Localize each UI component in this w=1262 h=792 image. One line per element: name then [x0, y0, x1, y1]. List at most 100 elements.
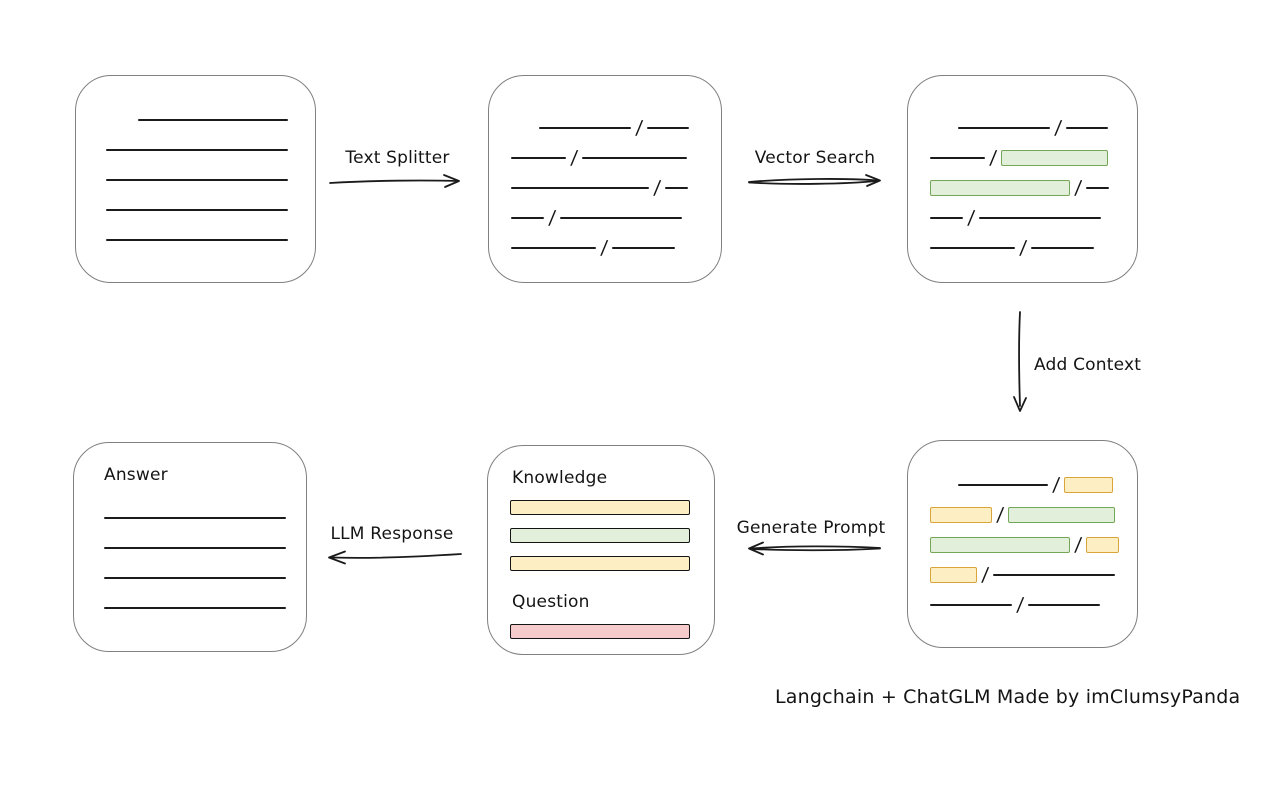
text-line	[104, 577, 286, 579]
slash-separator: /	[652, 177, 662, 199]
chunk-row: /	[511, 207, 701, 229]
yellow-bar	[510, 556, 690, 571]
text-line	[104, 547, 286, 549]
text-line	[958, 127, 1050, 129]
text-line	[511, 217, 544, 219]
slash-separator: /	[980, 564, 990, 586]
text-line	[106, 209, 288, 211]
text-line	[665, 187, 689, 189]
chunk-row: /	[930, 534, 1120, 556]
chunk-row: /	[930, 177, 1119, 199]
slash-separator: /	[1018, 237, 1028, 259]
text-line	[993, 574, 1116, 576]
text-line	[106, 149, 288, 151]
question-bars	[510, 624, 714, 639]
chunk-row: /	[930, 504, 1119, 526]
chunk-row: /	[539, 117, 701, 139]
text-line	[647, 127, 690, 129]
question-title: Question	[512, 592, 590, 612]
text-line	[539, 127, 631, 129]
matched-chunks-box: / / / / /	[907, 75, 1138, 283]
yellow-chunk	[930, 507, 992, 523]
source-document-box	[75, 75, 316, 283]
knowledge-bars	[510, 500, 714, 571]
text-line	[511, 247, 596, 249]
answer-lines	[104, 517, 306, 609]
vector-search-label: Vector Search	[754, 148, 876, 168]
chunk-row: /	[511, 237, 701, 259]
chunk-row: /	[511, 177, 701, 199]
slash-separator: /	[569, 147, 579, 169]
credit-caption: Langchain + ChatGLM Made by imClumsyPand…	[775, 686, 1241, 708]
slash-separator: /	[1073, 534, 1083, 556]
text-line	[1066, 127, 1109, 129]
generate-prompt-arrow	[748, 541, 881, 556]
text-line	[979, 217, 1102, 219]
slash-separator: /	[1073, 177, 1083, 199]
vector-search-arrow	[748, 174, 881, 187]
text-line	[930, 157, 985, 159]
chunk-row: /	[930, 237, 1119, 259]
document-lines	[76, 76, 315, 241]
text-line	[138, 119, 288, 121]
chunk-row: /	[930, 564, 1119, 586]
context-chunk-rows: / / / / /	[908, 441, 1137, 627]
slash-separator: /	[634, 117, 644, 139]
text-line	[612, 247, 676, 249]
yellow-chunk	[1064, 477, 1114, 493]
text-line	[930, 217, 963, 219]
green-chunk	[1008, 507, 1116, 523]
add-context-label: Add Context	[1034, 355, 1142, 375]
yellow-chunk	[1086, 537, 1120, 553]
knowledge-title: Knowledge	[512, 468, 608, 488]
text-line	[930, 247, 1015, 249]
slash-separator: /	[1051, 474, 1061, 496]
text-line	[1086, 187, 1110, 189]
green-chunk	[1001, 150, 1109, 166]
add-context-arrow	[1013, 311, 1027, 412]
text-line	[511, 157, 566, 159]
split-chunk-rows: / / / / /	[489, 76, 721, 270]
matched-chunk-rows: / / / / /	[908, 76, 1137, 270]
slash-separator: /	[547, 207, 557, 229]
split-chunks-box: / / / / /	[488, 75, 722, 283]
slash-separator: /	[599, 237, 609, 259]
text-line	[106, 179, 288, 181]
chunk-row: /	[511, 147, 701, 169]
llm-response-arrow	[328, 550, 462, 565]
red-bar	[510, 624, 690, 639]
text-line	[1028, 604, 1101, 606]
chunk-row: /	[958, 117, 1119, 139]
text-line	[582, 157, 688, 159]
generate-prompt-label: Generate Prompt	[736, 518, 886, 538]
chunk-row: /	[958, 474, 1119, 496]
context-chunks-box: / / / / /	[907, 440, 1138, 648]
green-chunk	[930, 180, 1070, 196]
answer-box: Answer	[73, 442, 307, 652]
llm-response-label: LLM Response	[330, 524, 454, 544]
green-bar	[510, 528, 690, 543]
slash-separator: /	[1015, 594, 1025, 616]
slash-separator: /	[995, 504, 1005, 526]
answer-title: Answer	[104, 465, 168, 485]
text-line	[958, 484, 1048, 486]
text-line	[104, 607, 286, 609]
text-line	[560, 217, 683, 219]
slash-separator: /	[966, 207, 976, 229]
text-splitter-arrow	[329, 174, 460, 188]
text-line	[106, 239, 288, 241]
yellow-chunk	[930, 567, 977, 583]
slash-separator: /	[988, 147, 998, 169]
text-splitter-label: Text Splitter	[345, 148, 450, 168]
chunk-row: /	[930, 207, 1119, 229]
chunk-row: /	[930, 594, 1119, 616]
green-chunk	[930, 537, 1070, 553]
text-line	[511, 187, 649, 189]
text-line	[930, 604, 1012, 606]
text-line	[1031, 247, 1095, 249]
slash-separator: /	[1053, 117, 1063, 139]
text-line	[104, 517, 286, 519]
prompt-box: Knowledge Question	[487, 445, 715, 655]
chunk-row: /	[930, 147, 1119, 169]
